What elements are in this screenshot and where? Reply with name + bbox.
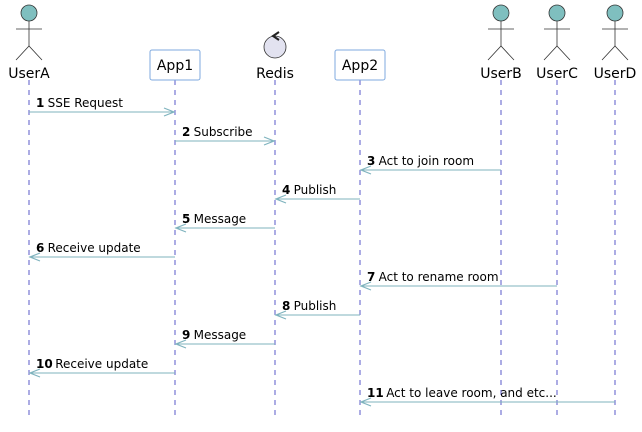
participant-label: App2 [342,58,378,74]
message-label: Publish [294,183,337,197]
arrowhead-icon [274,194,287,204]
participant-box [149,49,201,81]
arrowhead-icon [28,252,41,262]
actor-icon [487,4,515,61]
arrowhead-icon [28,368,41,378]
message-3: 3 Act to join room [359,154,501,175]
message-number: 7 [367,270,375,284]
message-label: Receive update [55,357,148,371]
message-number: 8 [282,299,290,313]
message-number: 9 [182,328,190,342]
participant-redis: Redis [256,31,294,82]
arrowhead-icon [174,339,187,349]
message-6: 6 Receive update [28,241,175,262]
message-8: 8 Publish [274,299,360,320]
message-label: Act to rename room [379,270,499,284]
participant-app2: App2 [334,49,386,81]
arrowhead-icon [163,107,176,117]
message-1: 1 SSE Request [29,96,176,117]
participant-label: UserD [594,66,637,82]
message-label: Subscribe [194,125,253,139]
control-icon [263,31,287,59]
message-9: 9 Message [174,328,275,349]
message-2: 2 Subscribe [175,125,276,146]
participant-userc: UserC [536,4,578,82]
message-5: 5 Message [174,212,275,233]
message-number: 6 [36,241,44,255]
arrowhead-icon [274,310,287,320]
message-label: Act to join room [379,154,474,168]
participant-label: App1 [157,58,193,74]
participant-label: UserB [480,66,522,82]
arrowhead-icon [359,281,372,291]
message-number: 2 [182,125,190,139]
message-4: 4 Publish [274,183,360,204]
message-number: 10 [36,357,53,371]
actor-icon [543,4,571,61]
actor-icon [601,4,629,61]
message-7: 7 Act to rename room [359,270,557,291]
message-label: Act to leave room, and etc... [386,386,557,400]
message-label: Message [194,328,247,342]
message-label: Publish [294,299,337,313]
participant-label: UserC [536,66,578,82]
message-number: 3 [367,154,375,168]
message-label: Receive update [48,241,141,255]
participant-userb: UserB [480,4,522,82]
participant-userd: UserD [594,4,637,82]
message-number: 1 [36,96,44,110]
message-label: Message [194,212,247,226]
message-label: SSE Request [48,96,124,110]
message-number: 11 [367,386,384,400]
arrowhead-icon [263,136,276,146]
participant-label: UserA [8,66,50,82]
message-number: 4 [282,183,290,197]
participant-usera: UserA [8,4,50,82]
arrowhead-icon [174,223,187,233]
message-number: 5 [182,212,190,226]
participant-box [334,49,386,81]
actor-icon [15,4,43,61]
participant-app1: App1 [149,49,201,81]
participant-label: Redis [256,66,294,82]
arrowhead-icon [359,165,372,175]
arrowhead-icon [359,397,372,407]
